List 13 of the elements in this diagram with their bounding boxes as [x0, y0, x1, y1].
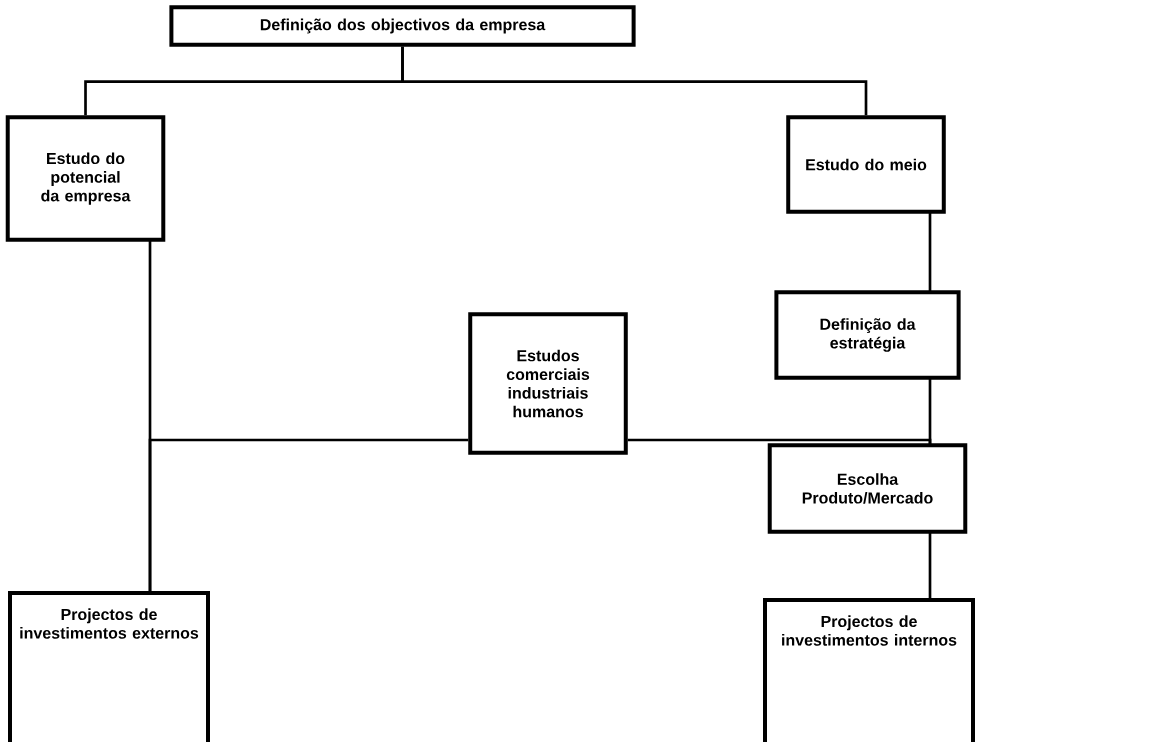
process-box: Projectos de investimentos internos — [763, 598, 975, 742]
process-box: Definição da estratégia — [774, 290, 961, 380]
process-box: Estudo do meio — [786, 115, 946, 214]
process-box: Escolha Produto/Mercado — [767, 443, 968, 534]
process-box: Definição dos objectivos da empresa — [169, 5, 636, 47]
connector-line — [928, 532, 932, 600]
connector-line — [928, 212, 932, 292]
connector-line — [148, 438, 469, 593]
connector-line — [627, 438, 932, 445]
connector-line — [401, 46, 868, 116]
process-box: Estudo do potencial da empresa — [5, 115, 166, 242]
process-box: Projectos de investimentos externos — [8, 591, 210, 742]
process-box: Estudos comerciais industriais humanos — [468, 312, 628, 455]
